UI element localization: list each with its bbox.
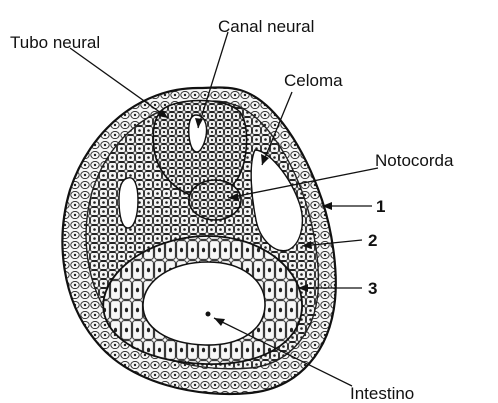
gut-lumen-dot <box>206 312 211 317</box>
label-layer-3: 3 <box>368 279 377 298</box>
label-canal-neural: Canal neural <box>218 17 314 36</box>
gut-lumen <box>143 262 265 345</box>
coelom-left <box>119 178 138 228</box>
label-celoma: Celoma <box>284 71 343 90</box>
label-tubo-neural: Tubo neural <box>10 33 100 52</box>
notochord <box>189 180 241 220</box>
label-notocorda: Notocorda <box>375 151 454 170</box>
label-layer-1: 1 <box>376 197 385 216</box>
label-intestino: Intestino <box>350 384 414 403</box>
leader-tubo-neural <box>70 48 168 118</box>
label-layer-2: 2 <box>368 231 377 250</box>
